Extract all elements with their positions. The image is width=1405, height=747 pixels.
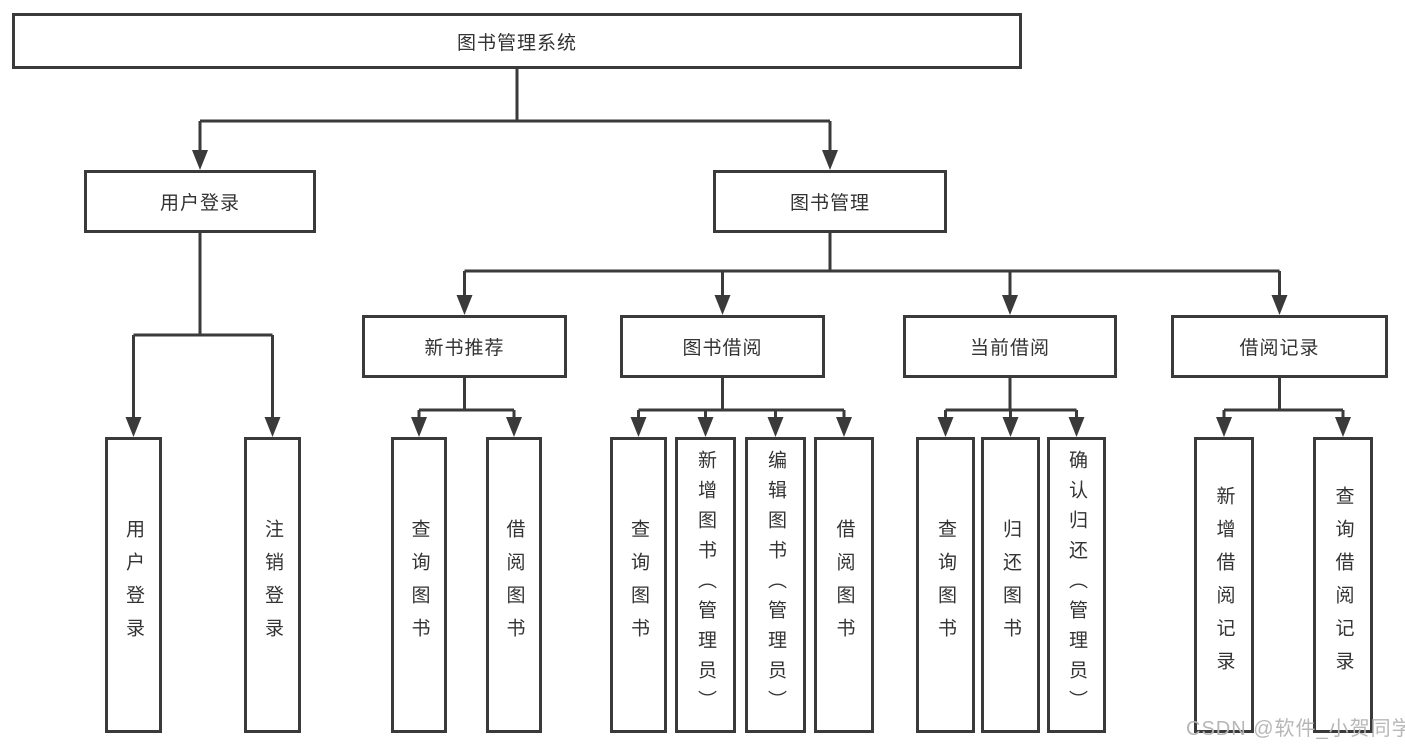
node-leaf-query-books-3: 查询图书 <box>916 437 975 733</box>
node-borrow-record: 借阅记录 <box>1171 315 1388 378</box>
node-leaf-borrow-books-2: 借阅图书 <box>814 437 874 733</box>
node-label: 用户登录 <box>159 193 240 214</box>
node-leaf-return-books: 归还图书 <box>981 437 1040 733</box>
node-current-borrow: 当前借阅 <box>903 315 1117 378</box>
node-book-management: 图书管理 <box>713 170 947 233</box>
node-label: 新增图书（管理员） <box>695 450 716 720</box>
node-label: 归还图书 <box>1000 519 1021 651</box>
node-leaf-query-books: 查询图书 <box>391 437 447 733</box>
node-root: 图书管理系统 <box>12 13 1022 69</box>
node-label: 新增借阅记录 <box>1213 486 1235 684</box>
node-leaf-user-login: 用户登录 <box>105 437 162 733</box>
node-label: 查询借阅记录 <box>1332 486 1354 684</box>
node-label: 图书管理系统 <box>456 32 577 54</box>
node-user-login: 用户登录 <box>84 170 316 233</box>
arrowheads <box>125 150 1351 437</box>
node-leaf-borrow-books: 借阅图书 <box>486 437 542 733</box>
node-label: 新书推荐 <box>424 338 505 359</box>
node-label: 查询图书 <box>408 519 430 651</box>
node-label: 图书借阅 <box>682 338 763 359</box>
node-leaf-confirm-return-admin: 确认归还（管理员） <box>1047 437 1106 733</box>
node-label: 图书管理 <box>789 193 870 214</box>
node-leaf-logout-login: 注销登录 <box>244 437 301 733</box>
node-new-book-recommend: 新书推荐 <box>362 315 567 378</box>
node-label: 编辑图书（管理员） <box>765 450 786 720</box>
node-label: 注销登录 <box>262 519 283 651</box>
node-label: 借阅记录 <box>1239 338 1320 359</box>
csdn-watermark: CSDN @软件_小贺同学 <box>1186 718 1405 740</box>
node-label: 用户登录 <box>123 519 144 651</box>
node-leaf-add-borrow-record: 新增借阅记录 <box>1194 437 1254 733</box>
node-label: 查询图书 <box>935 519 956 651</box>
node-label: 借阅图书 <box>833 519 855 651</box>
node-label: 借阅图书 <box>503 519 525 651</box>
node-leaf-query-books-2: 查询图书 <box>610 437 667 733</box>
node-leaf-add-books-admin: 新增图书（管理员） <box>675 437 736 733</box>
node-leaf-edit-books-admin: 编辑图书（管理员） <box>745 437 806 733</box>
node-leaf-query-borrow-record: 查询借阅记录 <box>1313 437 1373 733</box>
node-label: 确认归还（管理员） <box>1066 450 1087 720</box>
node-label: 查询图书 <box>628 519 649 651</box>
node-label: 当前借阅 <box>969 338 1050 359</box>
node-book-borrow: 图书借阅 <box>620 315 825 378</box>
